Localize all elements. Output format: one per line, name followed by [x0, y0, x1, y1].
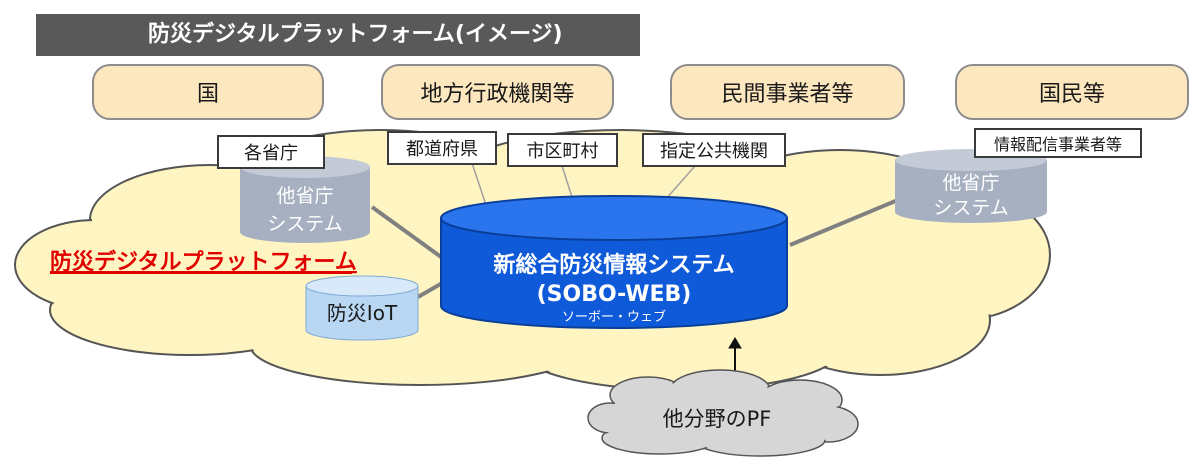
actor-private-business: 民間事業者等: [670, 64, 905, 120]
label-municipalities: 市区町村: [507, 133, 618, 167]
other-field-pf-cloud: 他分野のPF: [587, 369, 859, 457]
core-system-reading: ソーボー・ウェブ: [562, 309, 666, 325]
actor-citizens: 国民等: [955, 64, 1189, 120]
disaster-iot-system: 防災IoT: [305, 275, 419, 341]
label-designated-public-institutions: 指定公共機関: [642, 133, 786, 167]
other-ministry-system-left: 他省庁 システム: [240, 156, 370, 243]
other-ministry-left-line1: 他省庁: [276, 185, 333, 207]
other-ministry-right-line1: 他省庁: [942, 172, 999, 194]
label-ministries: 各省庁: [217, 135, 325, 169]
other-ministry-left-line2: システム: [267, 213, 342, 235]
other-ministry-system-right: 他省庁 システム: [895, 149, 1047, 223]
iot-label: 防災IoT: [327, 301, 398, 325]
diagram-title: 防災デジタルプラットフォーム(イメージ): [36, 14, 640, 56]
other-ministry-right-line2: システム: [933, 197, 1008, 219]
label-info-distributors: 情報配信事業者等: [974, 128, 1142, 158]
label-prefectures: 都道府県: [387, 131, 497, 165]
connector-lines: [370, 195, 906, 299]
actor-local-government: 地方行政機関等: [381, 64, 614, 120]
platform-name: 防災デジタルプラットフォーム: [50, 249, 357, 275]
other-field-pf-label: 他分野のPF: [663, 407, 772, 431]
core-system-name: 新総合防災情報システム: [493, 252, 734, 278]
actor-national: 国: [92, 64, 324, 120]
core-system-code: (SOBO-WEB): [537, 282, 692, 307]
sobo-web-system: 新総合防災情報システム (SOBO-WEB) ソーボー・ウェブ: [440, 195, 788, 329]
